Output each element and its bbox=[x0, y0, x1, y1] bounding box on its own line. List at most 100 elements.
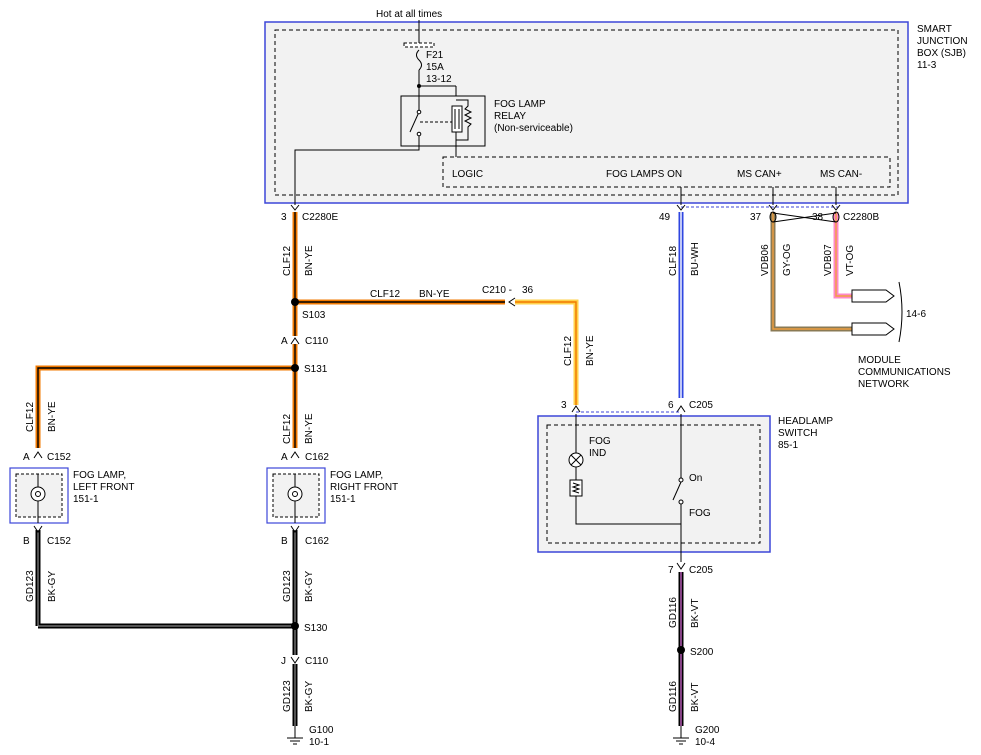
fog-ind-label-2: IND bbox=[589, 448, 606, 459]
c2280b-pin-49: 49 bbox=[659, 212, 671, 223]
sjb-module bbox=[442, 156, 891, 188]
sjb-inner-box bbox=[274, 29, 899, 196]
ground-g200: G200 10-4 bbox=[673, 725, 720, 748]
relay-output-line bbox=[294, 136, 420, 205]
network-arrow-top bbox=[851, 289, 895, 303]
wire-vdb06 bbox=[770, 212, 852, 332]
splice-s200 bbox=[677, 646, 685, 654]
label-vdb06: VDB06 bbox=[760, 244, 771, 276]
c205-pin7-name: C205 bbox=[689, 565, 713, 576]
headlamp-switch: HEADLAMP SWITCH 85-1 FOG IND On FOG bbox=[537, 411, 833, 562]
fuse-rating: 15A bbox=[426, 62, 444, 73]
label-clf12-2: CLF12 bbox=[563, 336, 574, 366]
twist-marker-2 bbox=[832, 211, 840, 223]
c2280e-chevron bbox=[290, 204, 300, 211]
fog-left-label-3: 151-1 bbox=[73, 494, 99, 505]
splice-s103-label: S103 bbox=[302, 310, 326, 321]
c152b-pin: B bbox=[23, 536, 30, 547]
ground-g100: G100 10-1 bbox=[287, 725, 334, 748]
c2280e-name: C2280E bbox=[302, 212, 338, 223]
lamp-bulb-icon bbox=[30, 486, 46, 502]
c2280b-name: C2280B bbox=[843, 212, 879, 223]
c210-pin: 36 bbox=[522, 285, 534, 296]
splice-s103 bbox=[291, 298, 299, 306]
label-bnye-1: BN-YE bbox=[304, 245, 315, 276]
relay-contact-bottom bbox=[416, 131, 422, 137]
network-label-1: MODULE bbox=[858, 355, 901, 366]
label-gd123-3: GD123 bbox=[282, 680, 293, 712]
headlamp-title-1: HEADLAMP bbox=[778, 416, 833, 427]
fuse-name: F21 bbox=[426, 50, 444, 61]
wire-clf12-main bbox=[35, 212, 579, 448]
c110j-name: C110 bbox=[305, 656, 329, 667]
label-gd123-1: GD123 bbox=[25, 570, 36, 602]
label-vtog: VT-OG bbox=[845, 245, 856, 276]
c2280b-pin-38: 38 bbox=[812, 212, 824, 223]
fog-right-label-3: 151-1 bbox=[330, 494, 356, 505]
c162b-pin: B bbox=[281, 536, 288, 547]
network-bracket bbox=[898, 281, 903, 343]
relay-label-1: FOG LAMP bbox=[494, 99, 546, 110]
relay-label-3: (Non-serviceable) bbox=[494, 123, 573, 134]
splice-s130-label: S130 bbox=[304, 623, 328, 634]
relay-coil-icon bbox=[451, 105, 463, 133]
module-communications-network: 14-6 MODULE COMMUNICATIONS NETWORK bbox=[851, 281, 951, 390]
c110j-pin: J bbox=[281, 656, 286, 667]
c205-pin7-chevron bbox=[676, 562, 686, 570]
label-bnye-3: BN-YE bbox=[304, 413, 315, 444]
splice-s200-label: S200 bbox=[690, 647, 714, 658]
network-label-2: COMMUNICATIONS bbox=[858, 367, 951, 378]
fuse-ref: 13-12 bbox=[426, 74, 452, 85]
fuse-block bbox=[403, 42, 435, 48]
c152a-chevron bbox=[33, 451, 43, 459]
fog-switch-arm bbox=[672, 481, 682, 501]
relay-resistor-icon bbox=[456, 99, 473, 141]
c2280b-chevron-38 bbox=[831, 204, 841, 211]
label-bkgy-3: BK-GY bbox=[304, 681, 315, 712]
network-ref: 14-6 bbox=[906, 309, 926, 320]
c152a-pin: A bbox=[23, 452, 30, 463]
g100-name: G100 bbox=[309, 725, 334, 736]
smart-junction-box: SMART JUNCTION BOX (SJB) 11-3 Hot at all… bbox=[264, 9, 968, 208]
c162b-name: C162 bbox=[305, 536, 329, 547]
label-bkgy-1: BK-GY bbox=[47, 571, 58, 602]
g200-ref: 10-4 bbox=[695, 737, 715, 748]
c162b-chevron bbox=[290, 525, 300, 533]
label-gd123-2: GD123 bbox=[282, 570, 293, 602]
c2280b-pin-37: 37 bbox=[750, 212, 762, 223]
g200-name: G200 bbox=[695, 725, 720, 736]
c205-pin3: 3 bbox=[561, 400, 567, 411]
fog-lamp-left-front: FOG LAMP, LEFT FRONT 151-1 bbox=[9, 467, 134, 524]
label-gyog: GY-OG bbox=[782, 243, 793, 276]
label-buwh: BU-WH bbox=[690, 242, 701, 276]
network-label-3: NETWORK bbox=[858, 379, 909, 390]
module-can-plus: MS CAN+ bbox=[737, 169, 782, 180]
c110a-chevron bbox=[290, 337, 300, 345]
fuse-icon bbox=[416, 49, 422, 71]
label-clf12-3: CLF12 bbox=[282, 414, 293, 444]
sjb-outer-box bbox=[264, 21, 909, 204]
c205-pin6-chevron bbox=[676, 405, 686, 413]
fog-lamp-right-front: FOG LAMP, RIGHT FRONT 151-1 bbox=[266, 467, 398, 524]
sjb-title-1: SMART bbox=[917, 24, 952, 35]
c162a-name: C162 bbox=[305, 452, 329, 463]
c205-pin7: 7 bbox=[668, 565, 674, 576]
relay-label-2: RELAY bbox=[494, 111, 526, 122]
c110a-name: C110 bbox=[305, 336, 329, 347]
label-bkvt-1: BK-VT bbox=[690, 599, 701, 628]
fog-lamp-relay bbox=[400, 95, 486, 147]
fog-ind-label-1: FOG bbox=[589, 436, 611, 447]
twist-marker-1 bbox=[769, 211, 777, 223]
fog-right-label-2: RIGHT FRONT bbox=[330, 482, 398, 493]
relay-switch-arm bbox=[409, 111, 420, 133]
c205-pin6-name: C205 bbox=[689, 400, 713, 411]
splice-s131 bbox=[291, 364, 299, 372]
c162a-chevron bbox=[290, 451, 300, 459]
fog-left-label-1: FOG LAMP, bbox=[73, 470, 126, 481]
c110a-pin: A bbox=[281, 336, 288, 347]
relay-contact-top bbox=[416, 109, 422, 115]
sjb-title-2: JUNCTION bbox=[917, 36, 968, 47]
g100-ref: 10-1 bbox=[309, 737, 329, 748]
fog-right-label-1: FOG LAMP, bbox=[330, 470, 383, 481]
